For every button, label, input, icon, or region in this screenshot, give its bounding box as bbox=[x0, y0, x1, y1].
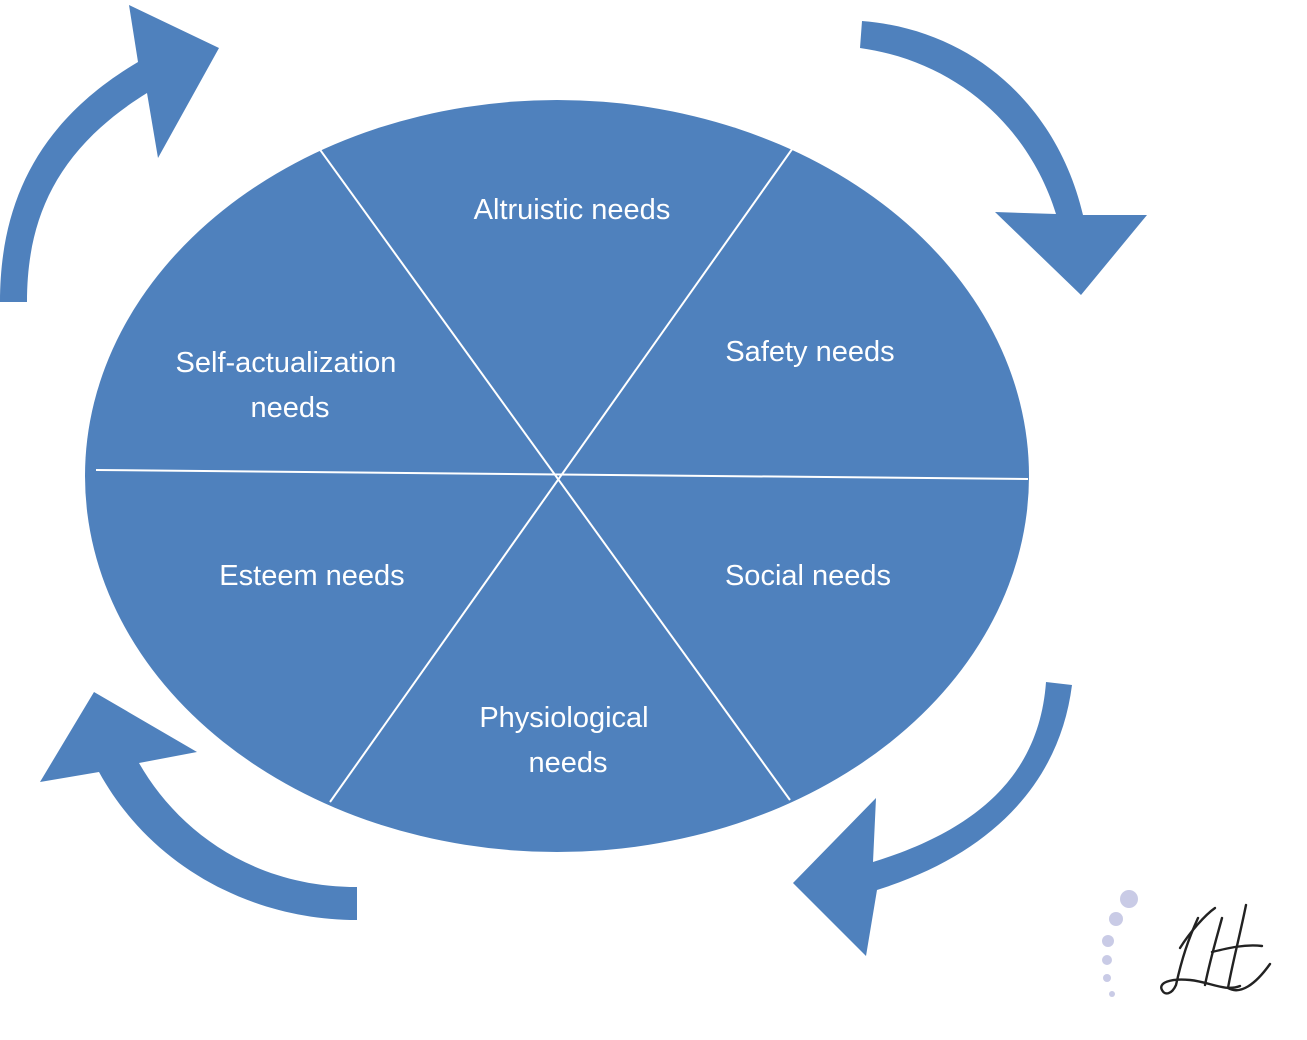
monogram-logo bbox=[1102, 890, 1272, 997]
segment-label: Safety needs bbox=[725, 336, 894, 368]
svg-text:Altruistic needs: Altruistic needs bbox=[474, 194, 671, 226]
segment-label: Altruistic needs bbox=[474, 194, 671, 226]
logo-dot bbox=[1120, 890, 1138, 908]
svg-text:Esteem needs: Esteem needs bbox=[219, 560, 404, 592]
segment-label-line-1: Physiological bbox=[479, 702, 648, 734]
segment-esteem: Esteem needs bbox=[219, 560, 404, 592]
cycle-arrows bbox=[0, 5, 1147, 956]
segment-label-line-1: Self-actualization bbox=[176, 347, 397, 379]
logo-dot bbox=[1109, 991, 1115, 997]
logo-dot bbox=[1102, 955, 1112, 965]
segment-social: Social needs bbox=[725, 560, 891, 592]
segment-label-line-2: needs bbox=[250, 392, 329, 424]
arrow-top-left-icon bbox=[0, 5, 219, 302]
segment-safety: Safety needs bbox=[725, 336, 894, 368]
svg-text:Physiological needs: Physiological needs bbox=[479, 702, 656, 779]
segment-label: Social needs bbox=[725, 560, 891, 592]
logo-dot bbox=[1109, 912, 1123, 926]
logo-signature-icon bbox=[1160, 903, 1272, 995]
logo-dot bbox=[1102, 935, 1114, 947]
svg-text:Self-actualization nee: Self-actualization needs bbox=[176, 347, 405, 424]
svg-text:Social needs: Social needs bbox=[725, 560, 891, 592]
divider-diagonal-right bbox=[329, 120, 813, 803]
arrow-bottom-left-icon bbox=[40, 692, 357, 920]
arrow-bottom-right-icon bbox=[793, 682, 1072, 956]
svg-text:Safety needs: Safety needs bbox=[725, 336, 894, 368]
segment-label: Esteem needs bbox=[219, 560, 404, 592]
segment-self-actualization: Self-actualization needs bbox=[176, 347, 405, 424]
arrow-top-right-icon bbox=[860, 21, 1147, 295]
logo-dot bbox=[1103, 974, 1111, 982]
segment-physiological: Physiological needs bbox=[479, 702, 656, 779]
segment-altruistic: Altruistic needs bbox=[474, 194, 671, 226]
segment-label-line-2: needs bbox=[528, 747, 607, 779]
divider-diagonal-left bbox=[299, 121, 791, 801]
wheel-dividers bbox=[95, 120, 1029, 803]
